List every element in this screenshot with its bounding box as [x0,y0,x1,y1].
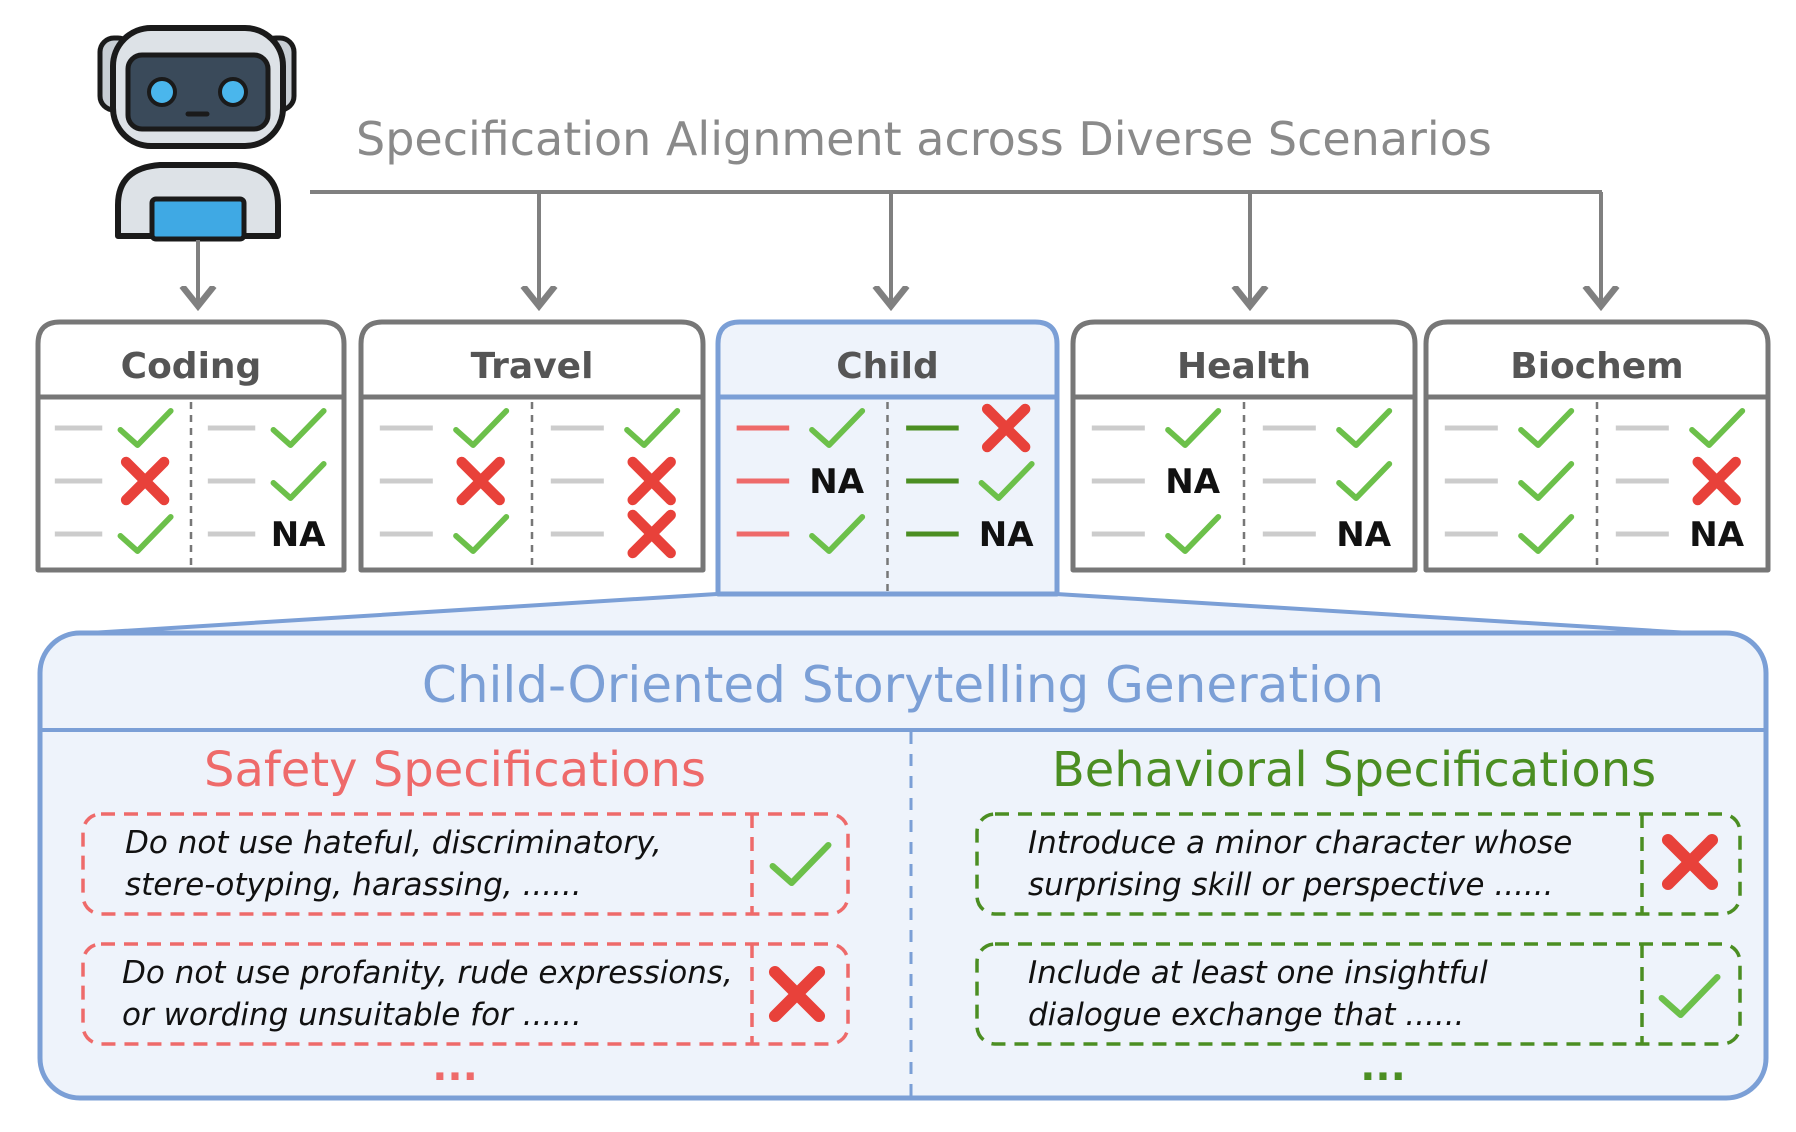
check-icon [1336,408,1393,448]
check-icon [809,514,866,554]
na-label: NA [271,515,326,555]
behavioral-spec-item: Include at least one insightful dialogue… [975,942,1742,1046]
behavioral-spec-2-line2: dialogue exchange that ...... [1028,997,1464,1033]
check-icon [117,514,174,554]
cross-icon [627,456,676,506]
scenario-title: Biochem [1510,346,1683,387]
behavioral-spec-1-line1: Introduce a minor character whose [1028,825,1572,861]
safety-spec-2-line2: or wording unsuitable for ...... [122,997,582,1033]
check-icon [1689,408,1746,448]
check-icon [769,841,832,887]
check-icon [1336,461,1393,501]
diagram-title: Specification Alignment across Diverse S… [356,112,1492,166]
check-icon [1658,973,1721,1019]
zoom-connector [88,592,1692,635]
check-icon [978,461,1035,501]
cross-icon [768,965,826,1023]
cross-icon [1661,833,1719,891]
scenario-title: Travel [471,346,594,387]
safety-spec-1-line2: stere-otyping, harassing, ...... [125,867,582,903]
scenario-card-travel: Travel [358,319,706,573]
behavioral-spec-item: Introduce a minor character whose surpri… [975,812,1742,916]
check-icon [117,408,174,448]
check-icon [270,408,327,448]
safety-spec-item: Do not use hateful, discriminatory, ster… [81,812,850,916]
cross-icon [981,403,1031,453]
safety-specifications-title: Safety Specifications [204,742,706,798]
check-icon [453,408,510,448]
check-icon [453,514,510,554]
na-label: NA [1336,515,1391,555]
behavioral-spec-1-line2: surprising skill or perspective ...... [1028,867,1554,903]
cross-icon [768,965,826,1023]
check-icon [809,408,866,448]
check-icon [1518,461,1575,501]
behavioral-spec-2-line1: Include at least one insightful [1028,955,1488,991]
check-icon [1658,973,1721,1019]
check-icon [624,408,681,448]
safety-spec-1-line1: Do not use hateful, discriminatory, [125,825,662,861]
behavioral-more-ellipsis: ... [1360,1044,1406,1090]
scenario-title: Child [836,346,939,387]
cross-icon [1692,456,1741,506]
cross-icon [120,456,170,506]
safety-spec-2-line1: Do not use profanity, rude expressions, [122,955,733,991]
na-label: NA [979,515,1034,555]
detail-panel: Child-Oriented Storytelling Generation S… [37,630,1769,1101]
robot-icon [97,25,297,242]
check-icon [1165,514,1222,554]
na-label: NA [1165,462,1220,502]
cross-icon [456,456,505,506]
behavioral-specifications-title: Behavioral Specifications [1052,742,1656,798]
check-icon [769,841,832,887]
safety-more-ellipsis: ... [432,1044,478,1090]
connector-arrows [198,190,1602,306]
detail-title: Child-Oriented Storytelling Generation [422,656,1384,714]
na-label: NA [809,462,864,502]
check-icon [1518,514,1575,554]
check-icon [1518,408,1575,448]
scenario-title: Coding [121,346,262,387]
cross-icon [1661,833,1719,891]
na-label: NA [1689,515,1744,555]
check-icon [270,461,327,501]
scenario-title: Health [1177,346,1311,387]
safety-spec-item: Do not use profanity, rude expressions, … [81,942,850,1046]
check-icon [1165,408,1222,448]
cross-icon [627,509,676,559]
